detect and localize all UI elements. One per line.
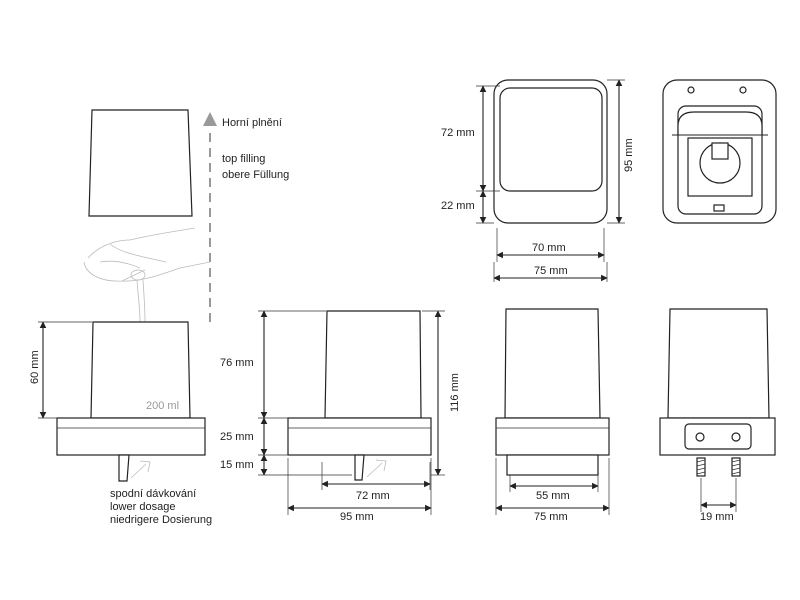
side-pump-nozzle — [354, 454, 365, 481]
width-95-label: 95 mm — [340, 511, 374, 523]
height-25-label: 25 mm — [220, 431, 254, 443]
side-base-block — [287, 417, 432, 456]
pump-nozzle — [118, 454, 130, 482]
mounting-hole-right — [731, 432, 741, 442]
top-inner-outline — [499, 87, 603, 192]
side-container-body — [324, 310, 422, 419]
dispenser-front-view: 55 mm 75 mm — [495, 308, 610, 523]
front-lower-block — [506, 454, 599, 476]
top-height-72-label: 72 mm — [441, 127, 475, 139]
top-height-22-label: 22 mm — [441, 200, 475, 212]
lower-dosage-label-de: niedrigere Dosierung — [110, 514, 212, 526]
width-19-label: 19 mm — [700, 511, 734, 523]
bottom-lid-tab — [677, 111, 763, 134]
dispenser-back-view: 19 mm — [659, 308, 776, 523]
bottom-screw-hole-left — [687, 86, 695, 94]
bottom-screw-hole-right — [739, 86, 747, 94]
mounting-plate — [684, 423, 752, 450]
filling-arrow-head — [203, 112, 217, 126]
dispenser-top-view: 72 mm 22 mm 95 mm 70 mm 75 mm — [441, 79, 635, 282]
width-55-label: 55 mm — [536, 490, 570, 502]
base-block — [56, 417, 206, 456]
top-width-75-label: 75 mm — [534, 265, 568, 277]
width-75-label: 75 mm — [534, 511, 568, 523]
width-72-label: 72 mm — [356, 490, 390, 502]
height-60-label: 60 mm — [29, 350, 41, 384]
height-76-label: 76 mm — [220, 357, 254, 369]
height-15-label: 15 mm — [220, 459, 254, 471]
hand-pouring-sketch — [83, 227, 211, 323]
mounting-screw-right — [731, 457, 741, 477]
dispenser-side-view: 76 mm 25 mm 15 mm 116 mm 72 mm 95 mm — [220, 310, 461, 523]
filling-illustration: Horní plnění top filling obere Füllung — [83, 109, 289, 323]
front-base-block — [495, 417, 610, 456]
top-filling-label-cz: Horní plnění — [222, 117, 282, 129]
mounting-hole-left — [695, 432, 705, 442]
lifted-container — [88, 109, 193, 217]
top-filling-label-de: obere Füllung — [222, 169, 289, 181]
height-116-label: 116 mm — [449, 373, 461, 412]
bottom-drain-mark — [713, 204, 725, 212]
top-height-95-label: 95 mm — [623, 138, 635, 172]
front-container-body — [504, 308, 601, 419]
lower-dosage-label-cz: spodní dávkování — [110, 488, 196, 500]
lower-dosage-label-en: lower dosage — [110, 501, 175, 513]
dispenser-side-view-left: 200 ml 60 mm spodní dávkování lower dosa… — [29, 321, 212, 526]
top-filling-label-en: top filling — [222, 153, 265, 165]
top-width-70-label: 70 mm — [532, 242, 566, 254]
bottom-valve-slot — [711, 142, 729, 160]
back-container-body — [667, 308, 770, 419]
mounting-screw-left — [696, 457, 706, 477]
dispenser-bottom-view — [662, 79, 777, 224]
capacity-label: 200 ml — [146, 400, 179, 412]
